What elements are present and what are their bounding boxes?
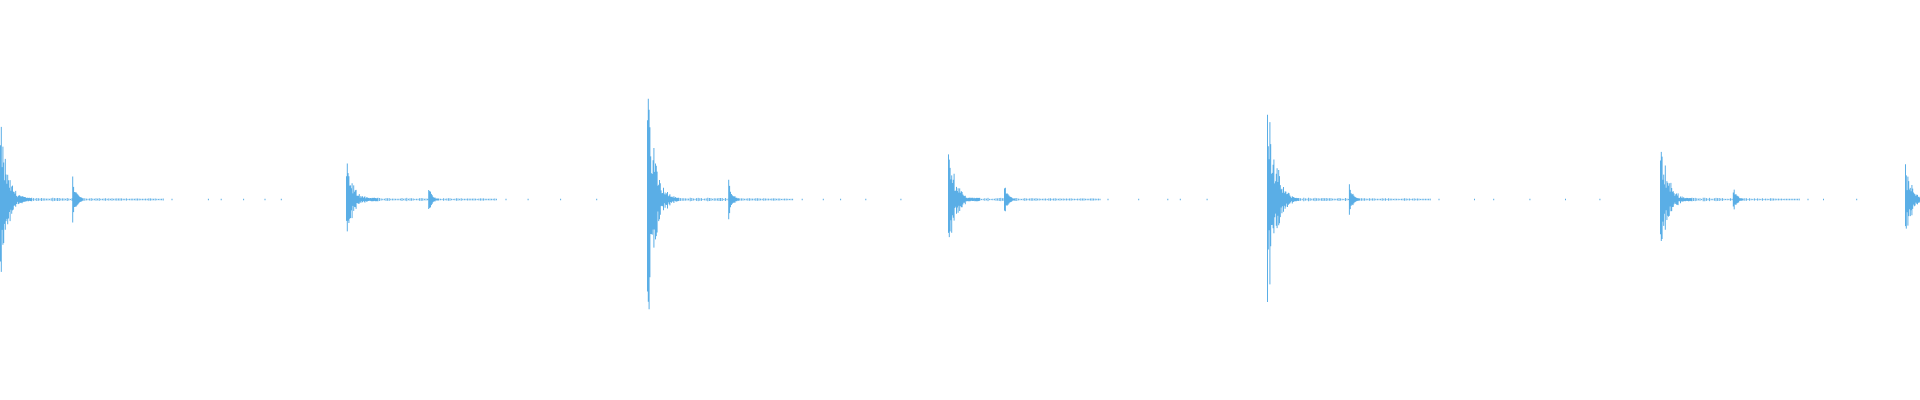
waveform-burst bbox=[948, 154, 1208, 238]
waveform-burst bbox=[1905, 164, 1920, 229]
waveform-burst-path bbox=[647, 98, 902, 310]
waveform-burst bbox=[346, 163, 598, 232]
waveform-burst bbox=[1267, 114, 1601, 302]
waveform-burst-path bbox=[1660, 151, 1858, 241]
waveform-burst bbox=[1660, 151, 1858, 241]
waveform-burst bbox=[0, 126, 282, 272]
waveform-burst bbox=[647, 98, 902, 310]
waveform-burst-path bbox=[1905, 164, 1920, 229]
waveform-burst-path bbox=[0, 126, 282, 272]
waveform-burst-path bbox=[346, 163, 598, 232]
waveform-burst-path bbox=[948, 154, 1208, 238]
waveform-bursts bbox=[0, 98, 1920, 310]
waveform-burst-path bbox=[1267, 114, 1601, 302]
